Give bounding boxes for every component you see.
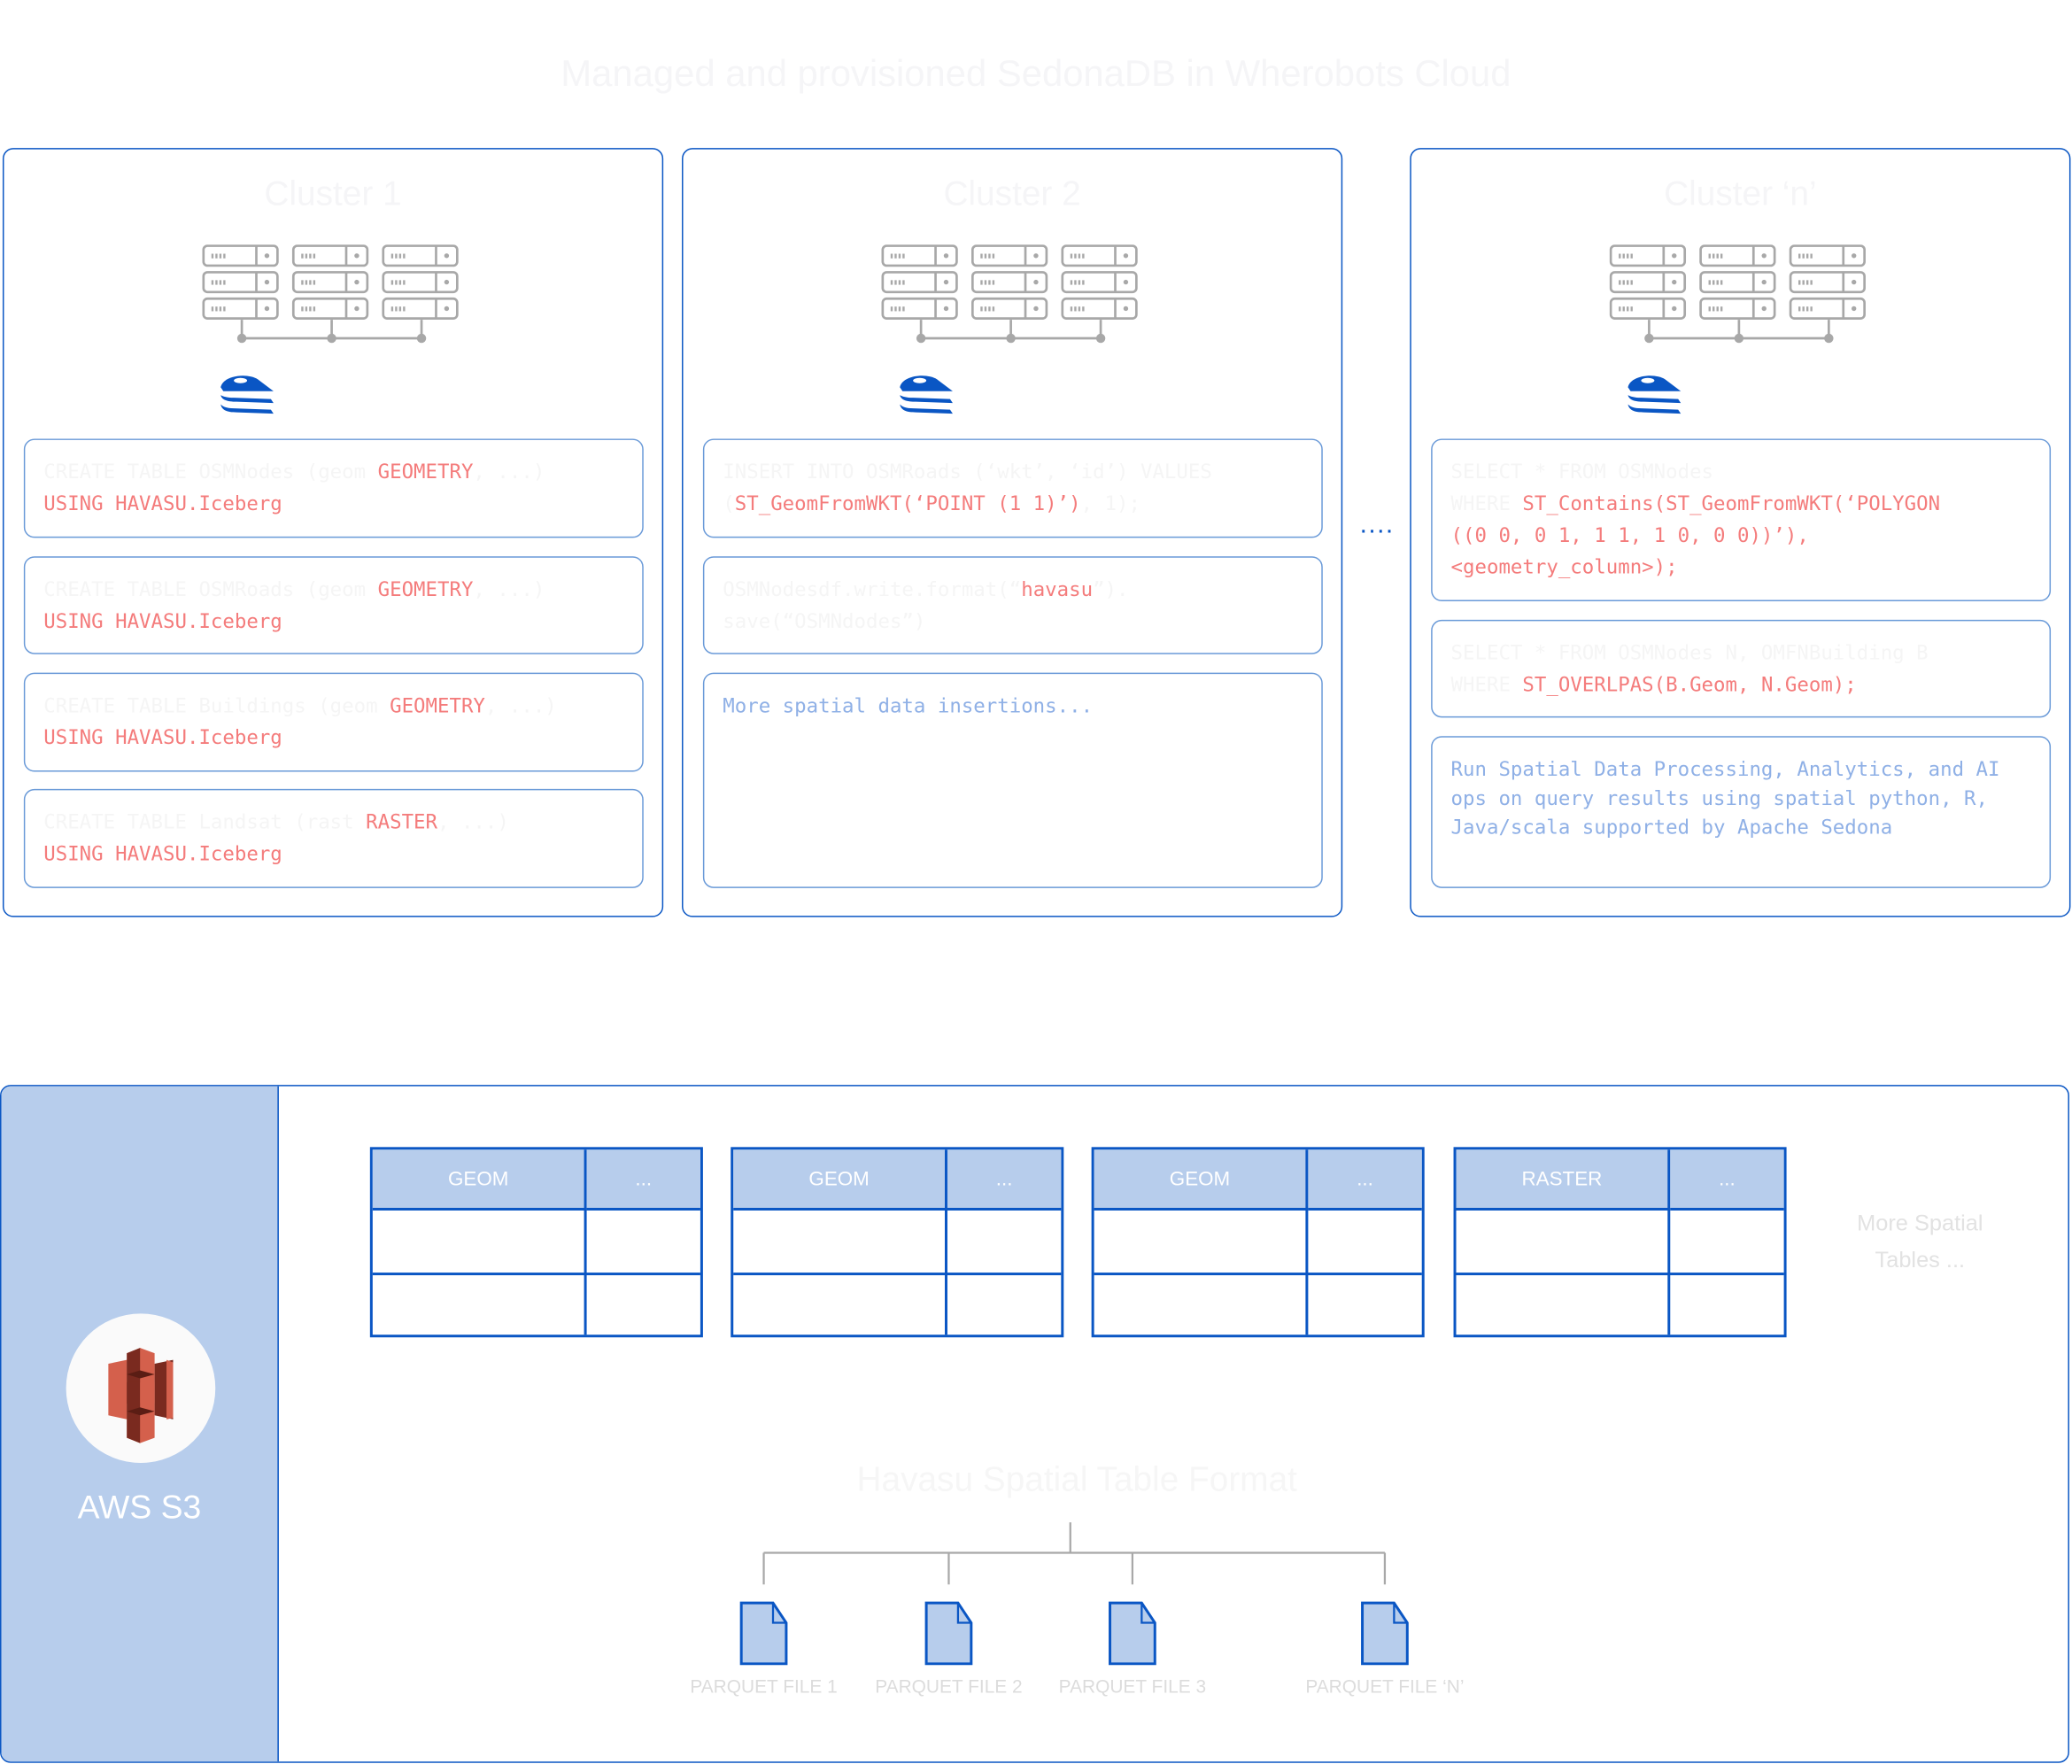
spatial-table: GEOM... [731,1147,1064,1338]
code-snippet: CREATE TABLE Landsat (rast RASTER, ...) … [23,788,644,888]
code-snippet: CREATE TABLE OSMRoads (geom GEOMETRY, ..… [23,556,644,654]
sedona-logo-icon [1627,375,1682,414]
code-snippet: INSERT INTO OSMRoads (‘wkt’, ‘id’) VALUE… [702,438,1323,538]
cluster-n: Cluster ‘n’ SELECT * FROM OSMNodes WHERE… [1410,148,2071,917]
cluster-2: Cluster 2 INSERT INTO OSMRoads (‘wkt’, ‘… [682,148,1343,917]
row-divider [1094,1273,1422,1276]
cluster-title: Cluster ‘n’ [1664,173,1817,213]
aws-s3-badge [66,1313,216,1463]
sedona-logo-icon [900,375,953,414]
column-header: RASTER [1456,1149,1671,1211]
row-divider [1456,1273,1784,1276]
column-divider [1667,1210,1671,1335]
code-snippet: CREATE TABLE OSMNodes (geom GEOMETRY, ..… [23,438,644,538]
row-divider [372,1273,700,1276]
aws-s3-sidebar: AWS S3 [1,1086,279,1762]
parquet-file-icon [924,1601,973,1666]
aws-s3-icon [108,1348,174,1443]
parquet-file-label: PARQUET FILE 2 [875,1675,1023,1698]
code-snippet: SELECT * FROM OSMNodes WHERE ST_Contains… [1431,438,2052,601]
code-snippet: OSMNodesdf.write.format(“havasu”). save(… [702,556,1323,654]
parquet-file-icon [1109,1601,1156,1666]
column-header: GEOM [372,1149,587,1211]
more-tables-line: More Spatial [1857,1210,1983,1236]
diagram-title: Managed and provisioned SedonaDB in Wher… [561,52,1511,94]
spatial-table: GEOM... [1091,1147,1425,1338]
code-snippet: CREATE TABLE Buildings (geom GEOMETRY, .… [23,672,644,772]
sedona-logo-icon [220,375,274,414]
storage-panel: AWS S3 [0,1085,2069,1763]
column-divider [1305,1210,1309,1335]
server-rack-icon [1609,244,1866,344]
column-header: ... [1670,1149,1784,1211]
row-divider [733,1273,1062,1276]
cluster-title: Cluster 1 [264,173,402,213]
cluster-title: Cluster 2 [943,173,1081,213]
code-snippet: More spatial data insertions... [702,672,1323,888]
parquet-file-label: PARQUET FILE 1 [690,1675,838,1698]
spatial-table: RASTER... [1453,1147,1787,1338]
parquet-file-label: PARQUET FILE 3 [1058,1675,1207,1698]
column-header: ... [947,1149,1062,1211]
parquet-file-icon [739,1601,788,1666]
spatial-table: GEOM... [369,1147,703,1338]
server-rack-icon [202,244,459,344]
column-divider [944,1210,947,1335]
parquet-file-icon [1361,1601,1409,1666]
column-header: ... [586,1149,700,1211]
more-tables-line: Tables ... [1875,1247,1966,1273]
code-snippet: Run Spatial Data Processing, Analytics, … [1431,736,2052,888]
column-header: ... [1308,1149,1422,1211]
more-clusters-ellipsis: .... [1359,510,1395,539]
column-divider [584,1210,587,1335]
parquet-file-label: PARQUET FILE ‘N’ [1305,1675,1465,1698]
server-rack-icon [881,244,1138,344]
format-title: Havasu Spatial Table Format [856,1458,1297,1499]
cluster-1: Cluster 1 CREATE TABLE OSMNodes (geom GE… [2,148,664,917]
aws-s3-label: AWS S3 [77,1489,202,1527]
code-snippet: SELECT * FROM OSMNodes N, OMFNBuilding B… [1431,619,2052,718]
column-header: GEOM [1094,1149,1309,1211]
column-header: GEOM [733,1149,947,1211]
